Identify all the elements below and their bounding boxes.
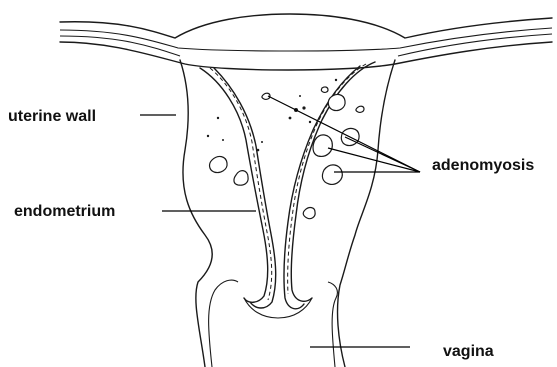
endometrium-lining [200, 62, 375, 318]
label-adenomyosis: adenomyosis [432, 157, 534, 174]
fallopian-tubes [60, 14, 552, 70]
leader-lines [140, 96, 420, 347]
adenomyosis-leader-2 [345, 137, 420, 172]
adenomyosis-leader-3 [328, 148, 420, 172]
label-uterine-wall: uterine wall [8, 108, 96, 125]
label-vagina: vagina [443, 343, 494, 360]
label-endometrium: endometrium [14, 203, 115, 220]
